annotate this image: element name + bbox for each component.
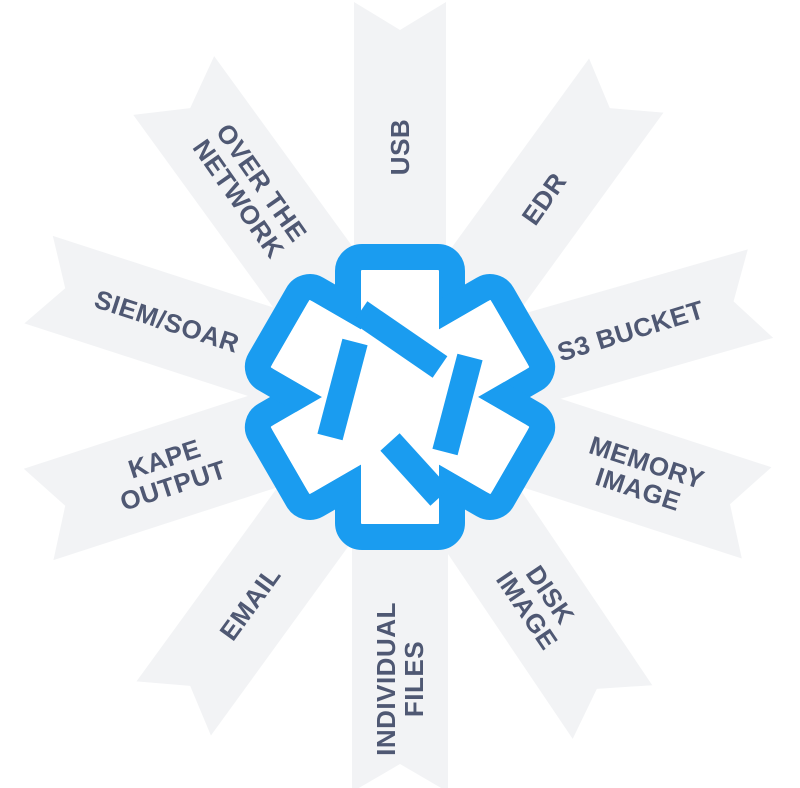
source-label-individual-files: INDIVIDUALFILES — [371, 602, 429, 756]
hub-slash — [317, 338, 368, 441]
source-label-usb: USB — [385, 119, 415, 175]
source-label-line: FILES — [399, 641, 429, 717]
medical-star-icon — [244, 244, 556, 550]
source-label-line: INDIVIDUAL — [371, 602, 401, 756]
source-label-line: USB — [385, 119, 415, 175]
hub-slash — [352, 301, 448, 378]
hub-slash — [432, 353, 483, 456]
hub-slash — [380, 433, 450, 506]
hub-arm-inner — [271, 301, 529, 493]
